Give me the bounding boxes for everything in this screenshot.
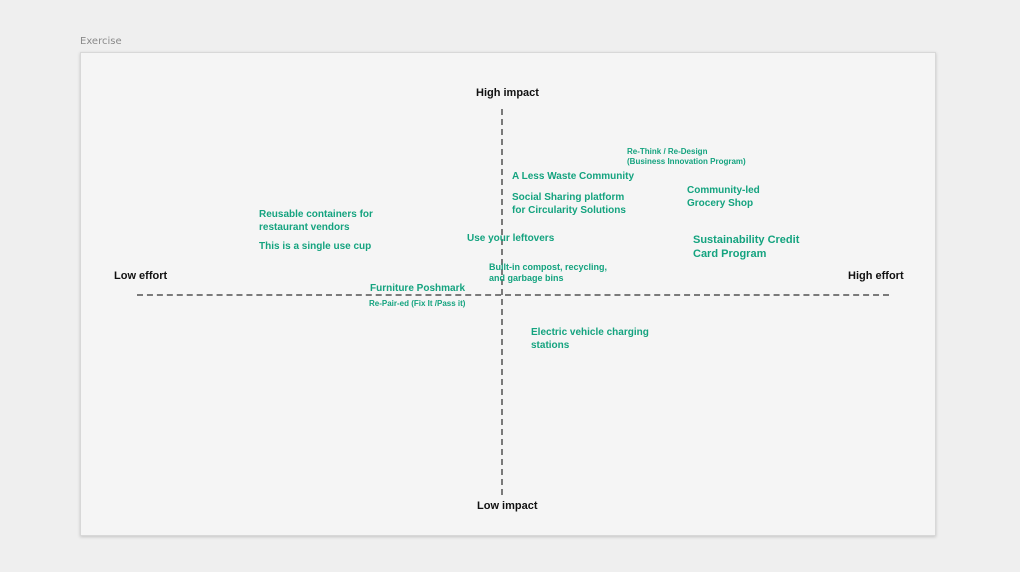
sticky-note-compost-bins[interactable]: Built-in compost, recycling, and garbage… (489, 262, 608, 283)
sticky-note-ev-charging-stations[interactable]: Electric vehicle charging stations (531, 327, 649, 351)
sticky-note-single-use-cup[interactable]: This is a single use cup (259, 241, 372, 252)
sticky-note-repaired[interactable]: Re-Pair-ed (Fix It /Pass it) (369, 299, 466, 308)
axis-label-low-impact: Low impact (477, 500, 538, 512)
sticky-note-sustainability-credit-card[interactable]: Sustainability Credit Card Program (693, 234, 800, 260)
frame-label[interactable]: Exercise (80, 36, 122, 47)
sticky-note-less-waste-community[interactable]: A Less Waste Community (512, 171, 635, 182)
sticky-note-social-sharing-platform[interactable]: Social Sharing platform for Circularity … (512, 192, 626, 216)
axis-label-low-effort: Low effort (114, 270, 168, 282)
axis-label-high-effort: High effort (848, 270, 904, 282)
sticky-note-reusable-containers[interactable]: Reusable containers for restaurant vendo… (259, 209, 373, 233)
vertical-axis-line (501, 109, 503, 495)
sticky-note-community-grocery-shop[interactable]: Community-led Grocery Shop (687, 185, 760, 209)
horizontal-axis-line (137, 294, 889, 296)
sticky-note-use-leftovers[interactable]: Use your leftovers (467, 233, 555, 244)
sticky-note-furniture-poshmark[interactable]: Furniture Poshmark (370, 283, 466, 294)
sticky-note-rethink-redesign[interactable]: Re-Think / Re-Design (Business Innovatio… (627, 147, 746, 166)
axis-label-high-impact: High impact (476, 87, 539, 99)
